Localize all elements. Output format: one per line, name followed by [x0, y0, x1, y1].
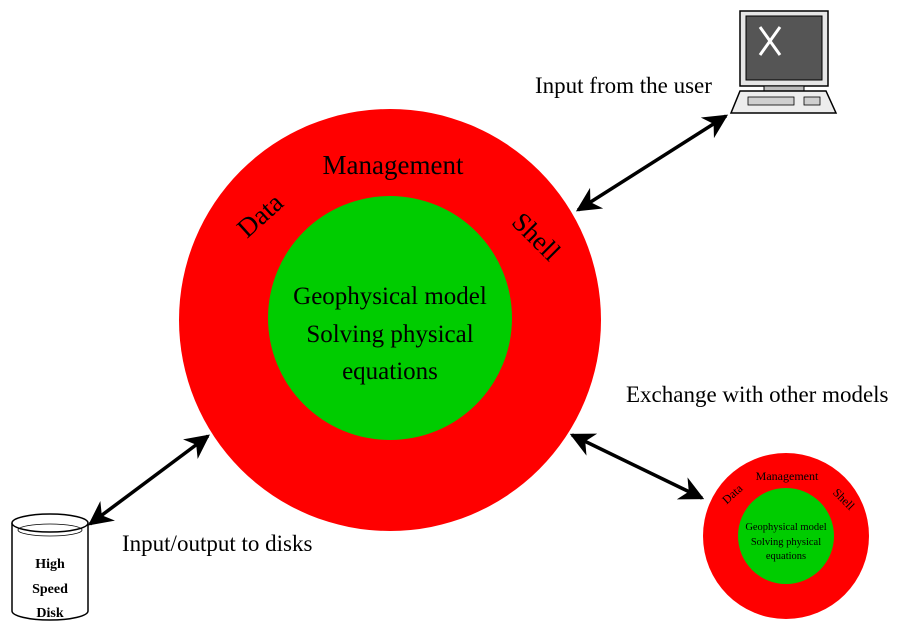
small-core-line-1: Geophysical model [745, 522, 826, 533]
geophysical-core [268, 196, 512, 440]
arrow-exchange-link [569, 433, 705, 500]
main-data-management-shell: Management Data Shell Geophysical model … [179, 109, 601, 531]
arrow-user-link [575, 114, 729, 212]
core-line-3: equations [342, 358, 438, 385]
disk-line-3: Disk [36, 606, 63, 621]
arrow-disk-link [88, 434, 210, 526]
disk-line-2: Speed [32, 582, 68, 597]
label-disk-io: Input/output to disks [122, 531, 312, 556]
disk-line-1: High [35, 557, 65, 572]
core-line-1: Geophysical model [293, 283, 487, 310]
core-line-2: Solving physical [306, 321, 473, 348]
computer-terminal-icon [729, 10, 838, 114]
other-model-shell: Management Data Shell Geophysical model … [703, 453, 869, 619]
label-exchange: Exchange with other models [626, 382, 889, 407]
ring-word-management: Management [323, 150, 464, 180]
small-core-line-3: equations [766, 551, 806, 562]
small-ring-word-management: Management [756, 469, 819, 483]
disk-cylinder-icon: High Speed Disk [11, 513, 89, 621]
label-user-input: Input from the user [535, 73, 712, 98]
small-geophysical-core [738, 488, 834, 584]
small-core-line-2: Solving physical [751, 537, 821, 548]
